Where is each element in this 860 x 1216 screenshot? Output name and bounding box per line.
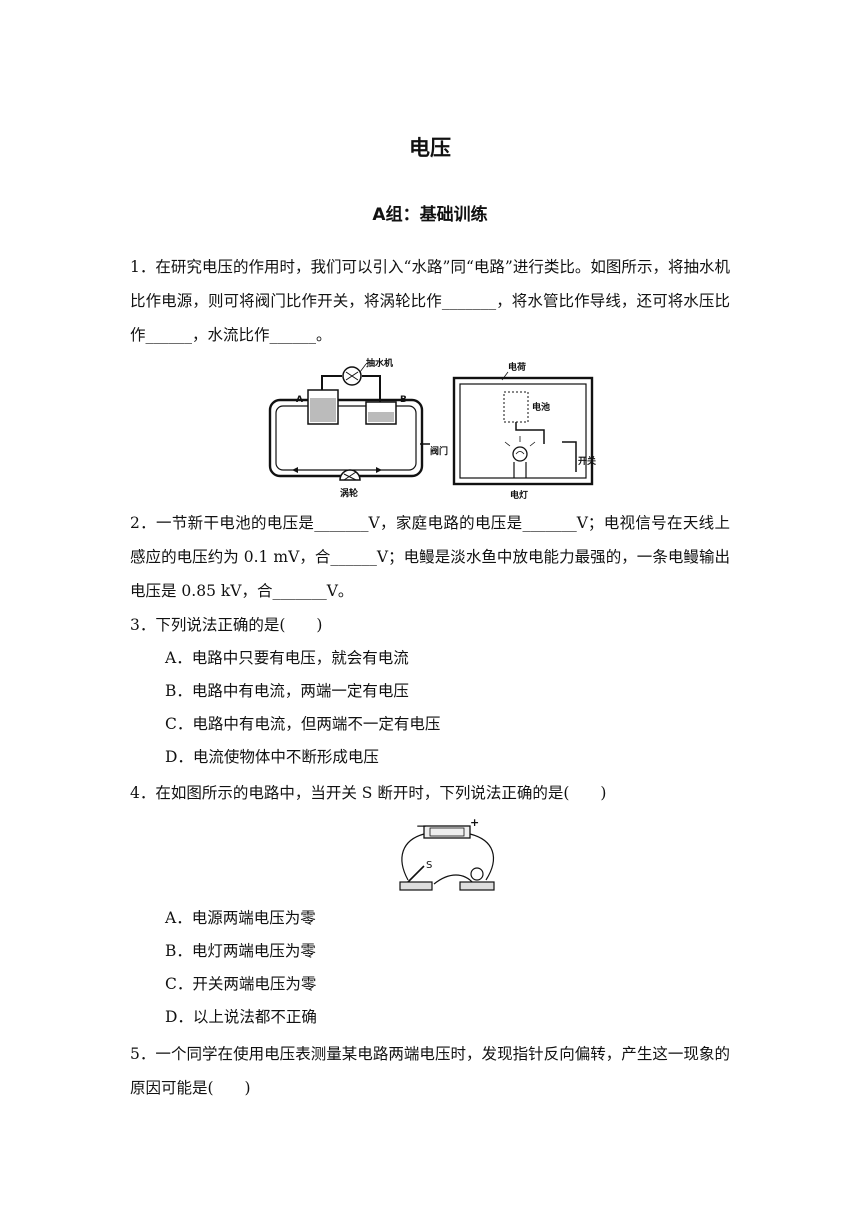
minus-terminal-label: － — [416, 820, 427, 833]
page-title: 电压 — [409, 136, 451, 160]
question-3-stem: 3．下列说法正确的是( ) — [130, 616, 323, 634]
pump-label: 抽水机 — [366, 357, 393, 369]
question-4-stem: 4．在如图所示的电路中，当开关 S 断开时，下列说法正确的是( ) — [130, 784, 607, 802]
plus-terminal-label: + — [470, 818, 479, 829]
section-heading: A组：基础训练 — [372, 205, 488, 225]
water-circuit — [268, 366, 430, 481]
point-b-label: B — [400, 395, 407, 405]
question-3-option-a: A．电路中只要有电压，就会有电流 — [165, 649, 409, 667]
switch-circuit-figure: － + S — [399, 818, 495, 891]
question-4-option-b: B．电灯两端电压为零 — [165, 942, 316, 960]
electric-circuit — [452, 376, 594, 486]
question-3-option-b: B．电路中有电流，两端一定有电压 — [165, 682, 409, 700]
question-1: 1．在研究电压的作用时，我们可以引入“水路”同“电路”进行类比。如图所示，将抽水… — [130, 258, 730, 344]
switch-label: 开关 — [578, 455, 596, 467]
question-5-stem: 5．一个同学在使用电压表测量某电路两端电压时，发现指针反向偏转，产生这一现象的原… — [130, 1045, 730, 1097]
water-circuit-analogy-figure: 抽水机 A B 阀门 涡轮 电荷 电池 开关 电灯 — [268, 357, 596, 500]
valve-label: 阀门 — [430, 445, 448, 457]
turbine-label: 涡轮 — [340, 487, 358, 499]
question-3-option-d: D．电流使物体中不断形成电压 — [165, 748, 379, 766]
lamp-label: 电灯 — [510, 489, 528, 500]
question-4-option-a: A．电源两端电压为零 — [165, 909, 316, 927]
question-2: 2．一节新干电池的电压是_______V，家庭电路的电压是_______V；电视… — [130, 514, 730, 600]
switch-s-label: S — [426, 860, 432, 871]
question-4-option-d: D．以上说法都不正确 — [165, 1008, 317, 1026]
charge-label: 电荷 — [508, 361, 526, 373]
question-4-option-c: C．开关两端电压为零 — [165, 975, 317, 993]
battery-label: 电池 — [532, 401, 550, 413]
point-a-label: A — [296, 395, 303, 405]
question-3-option-c: C．电路中有电流，但两端不一定有电压 — [165, 715, 441, 733]
